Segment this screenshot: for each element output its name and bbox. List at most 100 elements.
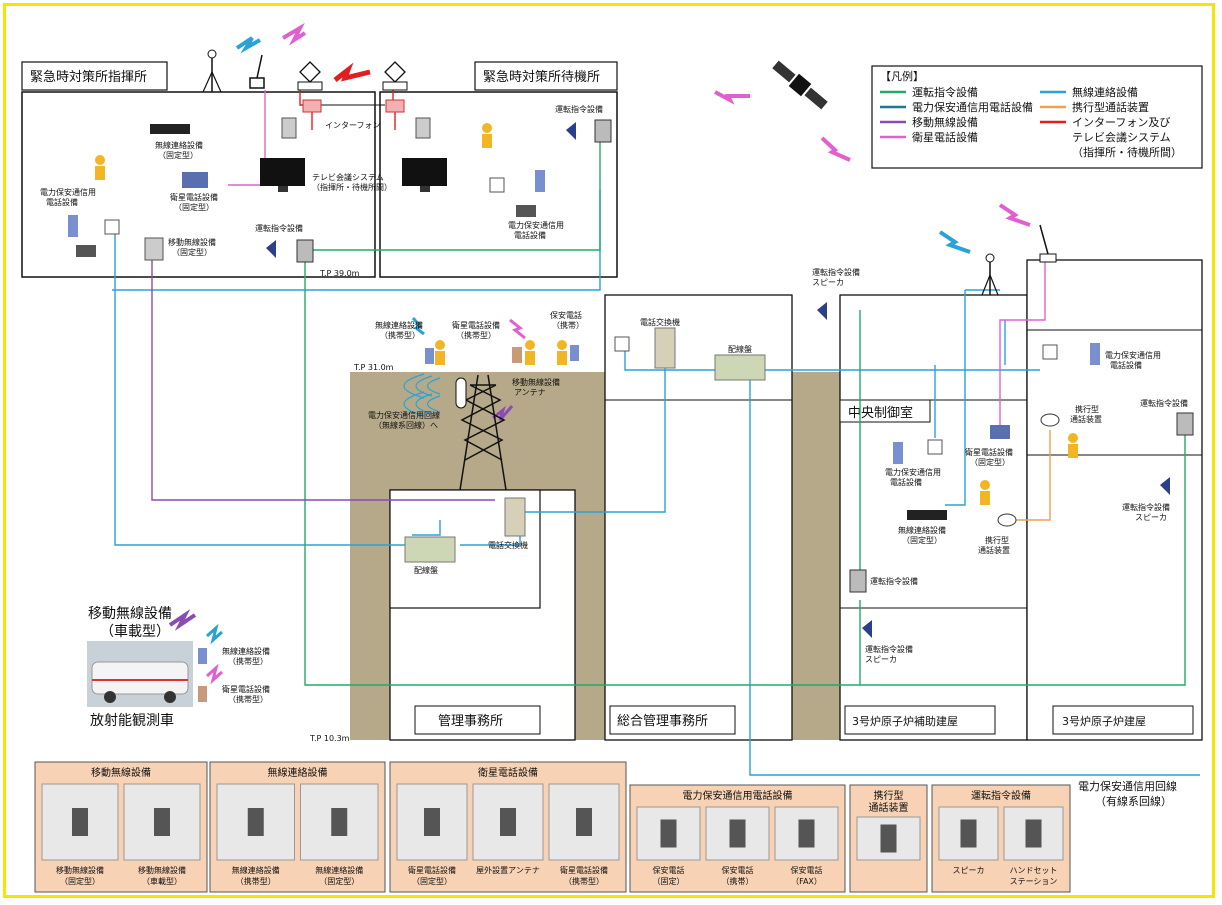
label-portable-call-c1: 携行型 (985, 535, 1009, 545)
legend-item-label: 電力保安通信用電話設備 (912, 100, 1033, 114)
panel-caption: 保安電話 (722, 865, 754, 875)
label-veh-radio-1: 無線連絡設備 (222, 646, 270, 656)
panel-caption-2: （固定型） (60, 876, 100, 886)
control-radio-fixed-icon (907, 510, 947, 520)
portable-call-line (1015, 430, 1051, 521)
panel-caption: 衛星電話設備 (408, 865, 456, 875)
label-sat-fixed-c2: （固定型） (970, 457, 1010, 467)
legend-intercom-line3: （指揮所・待機所間） (1072, 145, 1182, 159)
label-vehicle-name: 放射能観測車 (90, 712, 174, 729)
device-silhouette-icon (880, 824, 897, 853)
legend-item-label: インターフォン及び (1072, 116, 1170, 129)
exchange-icon (504, 327, 676, 537)
label-intercom: インターフォン (325, 121, 381, 130)
label-power-phone-r1: 電力保安通信用 (1105, 350, 1161, 360)
panel-caption: 無線連絡設備 (232, 865, 280, 875)
label-ops-speaker-c2: スピーカ (865, 655, 897, 664)
panel-caption-2: （携帯型） (236, 876, 276, 886)
radio-fixed-icon (150, 124, 190, 134)
reactor-building-title-box (1052, 705, 1194, 735)
label-radio-fixed-2: （固定型） (158, 150, 198, 160)
label-power-phone-2: 電話設備 (46, 197, 78, 207)
label-wired-line-1: 電力保安通信用回線 (1078, 779, 1177, 793)
label-ops-cmd-c: 運転指令設備 (870, 576, 918, 586)
legend-item-label: 移動無線設備 (912, 115, 978, 129)
command-post-title-box (21, 61, 168, 91)
label-wired-line-2: （有線系回線） (1095, 794, 1172, 808)
label-sat-fixed-c1: 衛星電話設備 (965, 447, 1013, 457)
label-radio-port-2: （携帯型） (380, 330, 420, 340)
elevation-tp10: T.P 10.3m (309, 734, 350, 743)
device-silhouette-icon (72, 808, 88, 836)
label-mobile-vehicle-2: （車載型） (100, 623, 170, 640)
elevation-tp31: T.P 31.0m (353, 363, 394, 372)
panel-caption: 移動無線設備 (56, 865, 104, 875)
device-silhouette-icon (424, 808, 440, 836)
label-veh-sat-2: （携帯型） (228, 694, 268, 704)
legend-item-label: 無線連絡設備 (1072, 85, 1138, 99)
legend-intercom-line2: テレビ会議システム (1072, 130, 1171, 144)
device-silhouette-icon (798, 819, 815, 848)
label-tv-conf-2: （指揮所・待機所間） (312, 182, 392, 192)
panel-caption: スピーカ (953, 866, 985, 875)
label-sec-phone-2: （携帯） (552, 320, 584, 330)
waiting-room-title-box (474, 61, 618, 91)
aux-building-title: 3号炉原子炉補助建屋 (852, 714, 958, 728)
panel-title: 移動無線設備 (91, 766, 151, 779)
monitor-icon (260, 158, 447, 192)
tv-conf-antenna-icon (297, 61, 408, 91)
gap-building-mass (792, 372, 840, 740)
label-power-phone-c2: 電話設備 (890, 477, 922, 487)
label-ops-cmd-r: 運転指令設備 (1140, 398, 1188, 408)
device-silhouette-icon (1025, 819, 1042, 848)
phone-icon (144, 117, 431, 261)
panel-caption-2: （固定型） (412, 876, 452, 886)
vehicle-icon (87, 641, 193, 707)
tower-antenna-icon (455, 377, 467, 409)
panel-title: 携行型 (874, 789, 904, 802)
panel-caption-2: （車載型） (142, 876, 182, 886)
label-power-phone-c1: 電力保安通信用 (885, 467, 941, 477)
device-silhouette-icon (576, 808, 592, 836)
device-silhouette-icon (331, 808, 348, 836)
admin-building-edge (577, 372, 607, 740)
waiting-room-title: 緊急時対策所待機所 (483, 69, 600, 85)
speaker-icon (266, 122, 1170, 638)
device-silhouette-icon (154, 808, 170, 836)
label-power-phone-r2: 電話設備 (1110, 360, 1142, 370)
elevation-tp39: T.P 39.0m (319, 269, 360, 278)
portable-call-icon (997, 413, 1060, 527)
radio-wave-icon (403, 373, 441, 417)
admin-office-title: 管理事務所 (438, 714, 503, 729)
label-radio-fixed-c2: （固定型） (902, 535, 942, 545)
label-ops-speaker-r2: スピーカ (1135, 513, 1167, 522)
label-mobile-antenna-1: 移動無線設備 (512, 377, 560, 387)
device-silhouette-icon (660, 819, 677, 848)
panel-title-2: 通話装置 (869, 801, 909, 814)
label-radio-fixed-1: 無線連絡設備 (155, 140, 203, 150)
label-ops-speaker-1: 運転指令設備 (812, 267, 860, 277)
panel-caption: 移動無線設備 (138, 865, 186, 875)
label-portable-call-2: 通話装置 (1070, 414, 1102, 424)
device-silhouette-icon (960, 819, 977, 848)
reactor-antenna-icon (981, 224, 1057, 296)
sat-reactor-line (999, 262, 1046, 430)
control-room-title: 中央制御室 (848, 405, 913, 421)
wired-external-line (749, 378, 1200, 776)
ops-waiting-line (305, 130, 601, 251)
panel-title: 衛星電話設備 (478, 766, 538, 779)
label-sat-port-2: （携帯型） (456, 330, 496, 340)
mobile-signal-icon (168, 405, 514, 631)
admin-office-title-box (414, 705, 541, 735)
label-veh-sat-1: 衛星電話設備 (222, 684, 270, 694)
label-exchange-1: 電話交換機 (488, 540, 528, 550)
panel-caption: ハンドセット (1010, 866, 1058, 875)
panel-caption-2: ステーション (1010, 877, 1058, 886)
label-sat-port-1: 衛星電話設備 (452, 320, 500, 330)
person-icon (95, 123, 1078, 505)
control-sat-phone-icon (990, 425, 1010, 439)
intercom-signal-icon (333, 62, 371, 82)
label-distribution-2: 配線盤 (728, 344, 752, 354)
label-radio-port-1: 無線連絡設備 (375, 320, 423, 330)
label-power-phone-w2: 電話設備 (514, 230, 546, 240)
